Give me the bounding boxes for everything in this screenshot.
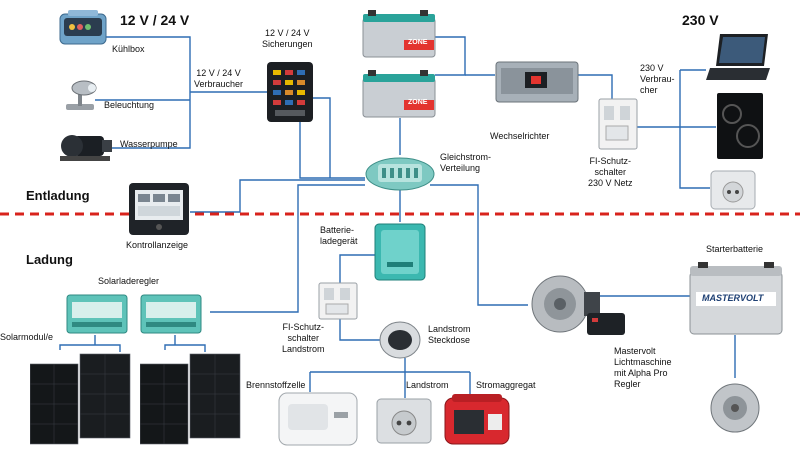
wire-ac-bus [679, 70, 710, 189]
wire-charger-rcd [339, 254, 375, 285]
laptop-icon [706, 34, 770, 80]
generator-label: Stromaggregat [476, 380, 536, 390]
battery-1: ZONE [362, 10, 436, 58]
dc-header: 12 V / 24 V [120, 12, 190, 28]
discharge-section-label: Entladung [26, 188, 90, 203]
fuel-cell-icon [278, 392, 358, 446]
inverter-icon [495, 61, 579, 103]
wire-fuses-battery [313, 97, 331, 178]
wire-solar-right [164, 335, 206, 352]
fuses-label: 12 V / 24 V Sicherungen [262, 28, 313, 49]
alternator-label: Mastervolt Lichtmaschine mit Alpha Pro R… [614, 346, 672, 389]
shore-power-label: Landstrom [406, 380, 449, 390]
solar-panel-icon [30, 353, 131, 445]
shore-socket-label: Landstrom Steckdose [428, 324, 471, 345]
solar-controller-icon [66, 294, 128, 334]
fridge-icon [59, 10, 107, 45]
cooktop-icon [717, 93, 763, 159]
fridge-label: Kühlbox [112, 44, 145, 54]
charge-section-label: Ladung [26, 252, 73, 267]
starter-battery-brand: MASTERVOLT [702, 293, 764, 303]
ac-header: 230 V [682, 12, 719, 28]
alternator-icon [710, 383, 760, 433]
dc-distribution-icon [365, 157, 435, 191]
wire-busbar-monitor [190, 179, 365, 213]
starter-battery-icon [689, 262, 783, 335]
inverter-label: Wechselrichter [490, 131, 550, 141]
circuit-breaker-icon [318, 282, 358, 320]
wire-busbar-solar [210, 184, 365, 313]
circuit-breaker-icon [598, 98, 638, 150]
battery-1-brand: ZONE [408, 39, 428, 46]
rcd-in-label: FI-Schutz- schalter Landstrom [282, 322, 325, 354]
power-outlet-icon [376, 398, 432, 444]
water-pump-icon [60, 135, 112, 161]
wire-fuses-busbar [299, 118, 365, 179]
pump-label: Wasserpumpe [120, 139, 178, 149]
battery-2: ZONE [362, 70, 436, 118]
battery-icon [362, 10, 436, 58]
fuse-block-icon [267, 62, 313, 122]
battery-2-brand: ZONE [408, 99, 428, 106]
starter-battery: MASTERVOLT [688, 262, 784, 336]
wire-busbar-alternator [430, 184, 528, 306]
control-panel-icon [129, 183, 189, 235]
shore-socket-icon [379, 321, 421, 359]
solar-controller-icon [140, 294, 202, 334]
alternator-icon [531, 275, 600, 333]
ac-consumers-label: 230 V Verbrau- cher [640, 63, 675, 95]
dc-distribution-label: Gleichstrom- Verteilung [440, 152, 492, 173]
solar-panel-icon [140, 353, 241, 445]
lamp-icon [66, 80, 97, 110]
generator-icon [444, 394, 510, 445]
charger-label: Batterie- ladegerät [320, 225, 358, 246]
rcd-out-label: FI-Schutz- schalter 230 V Netz [588, 156, 633, 188]
wire-rcd-socket [339, 312, 380, 341]
lighting-label: Beleuchtung [104, 100, 155, 110]
monitor-label: Kontrollanzeige [126, 240, 189, 250]
battery-icon [362, 70, 436, 118]
solar-module-label: Solarmodul/e [0, 332, 54, 342]
solar-controller-label: Solarladeregler [98, 276, 160, 286]
regulator-icon [587, 313, 625, 335]
battery-charger-icon [374, 223, 426, 281]
fuel-cell-label: Brennstoffzelle [246, 380, 306, 390]
wire-solar-left [59, 335, 121, 352]
wire-batteries-link [435, 36, 466, 76]
starter-battery-label: Starterbatterie [706, 244, 764, 254]
dc-consumers-label: 12 V / 24 V Verbraucher [194, 68, 244, 89]
wire-inverter-rcd [578, 74, 613, 100]
power-outlet-icon [710, 170, 756, 210]
